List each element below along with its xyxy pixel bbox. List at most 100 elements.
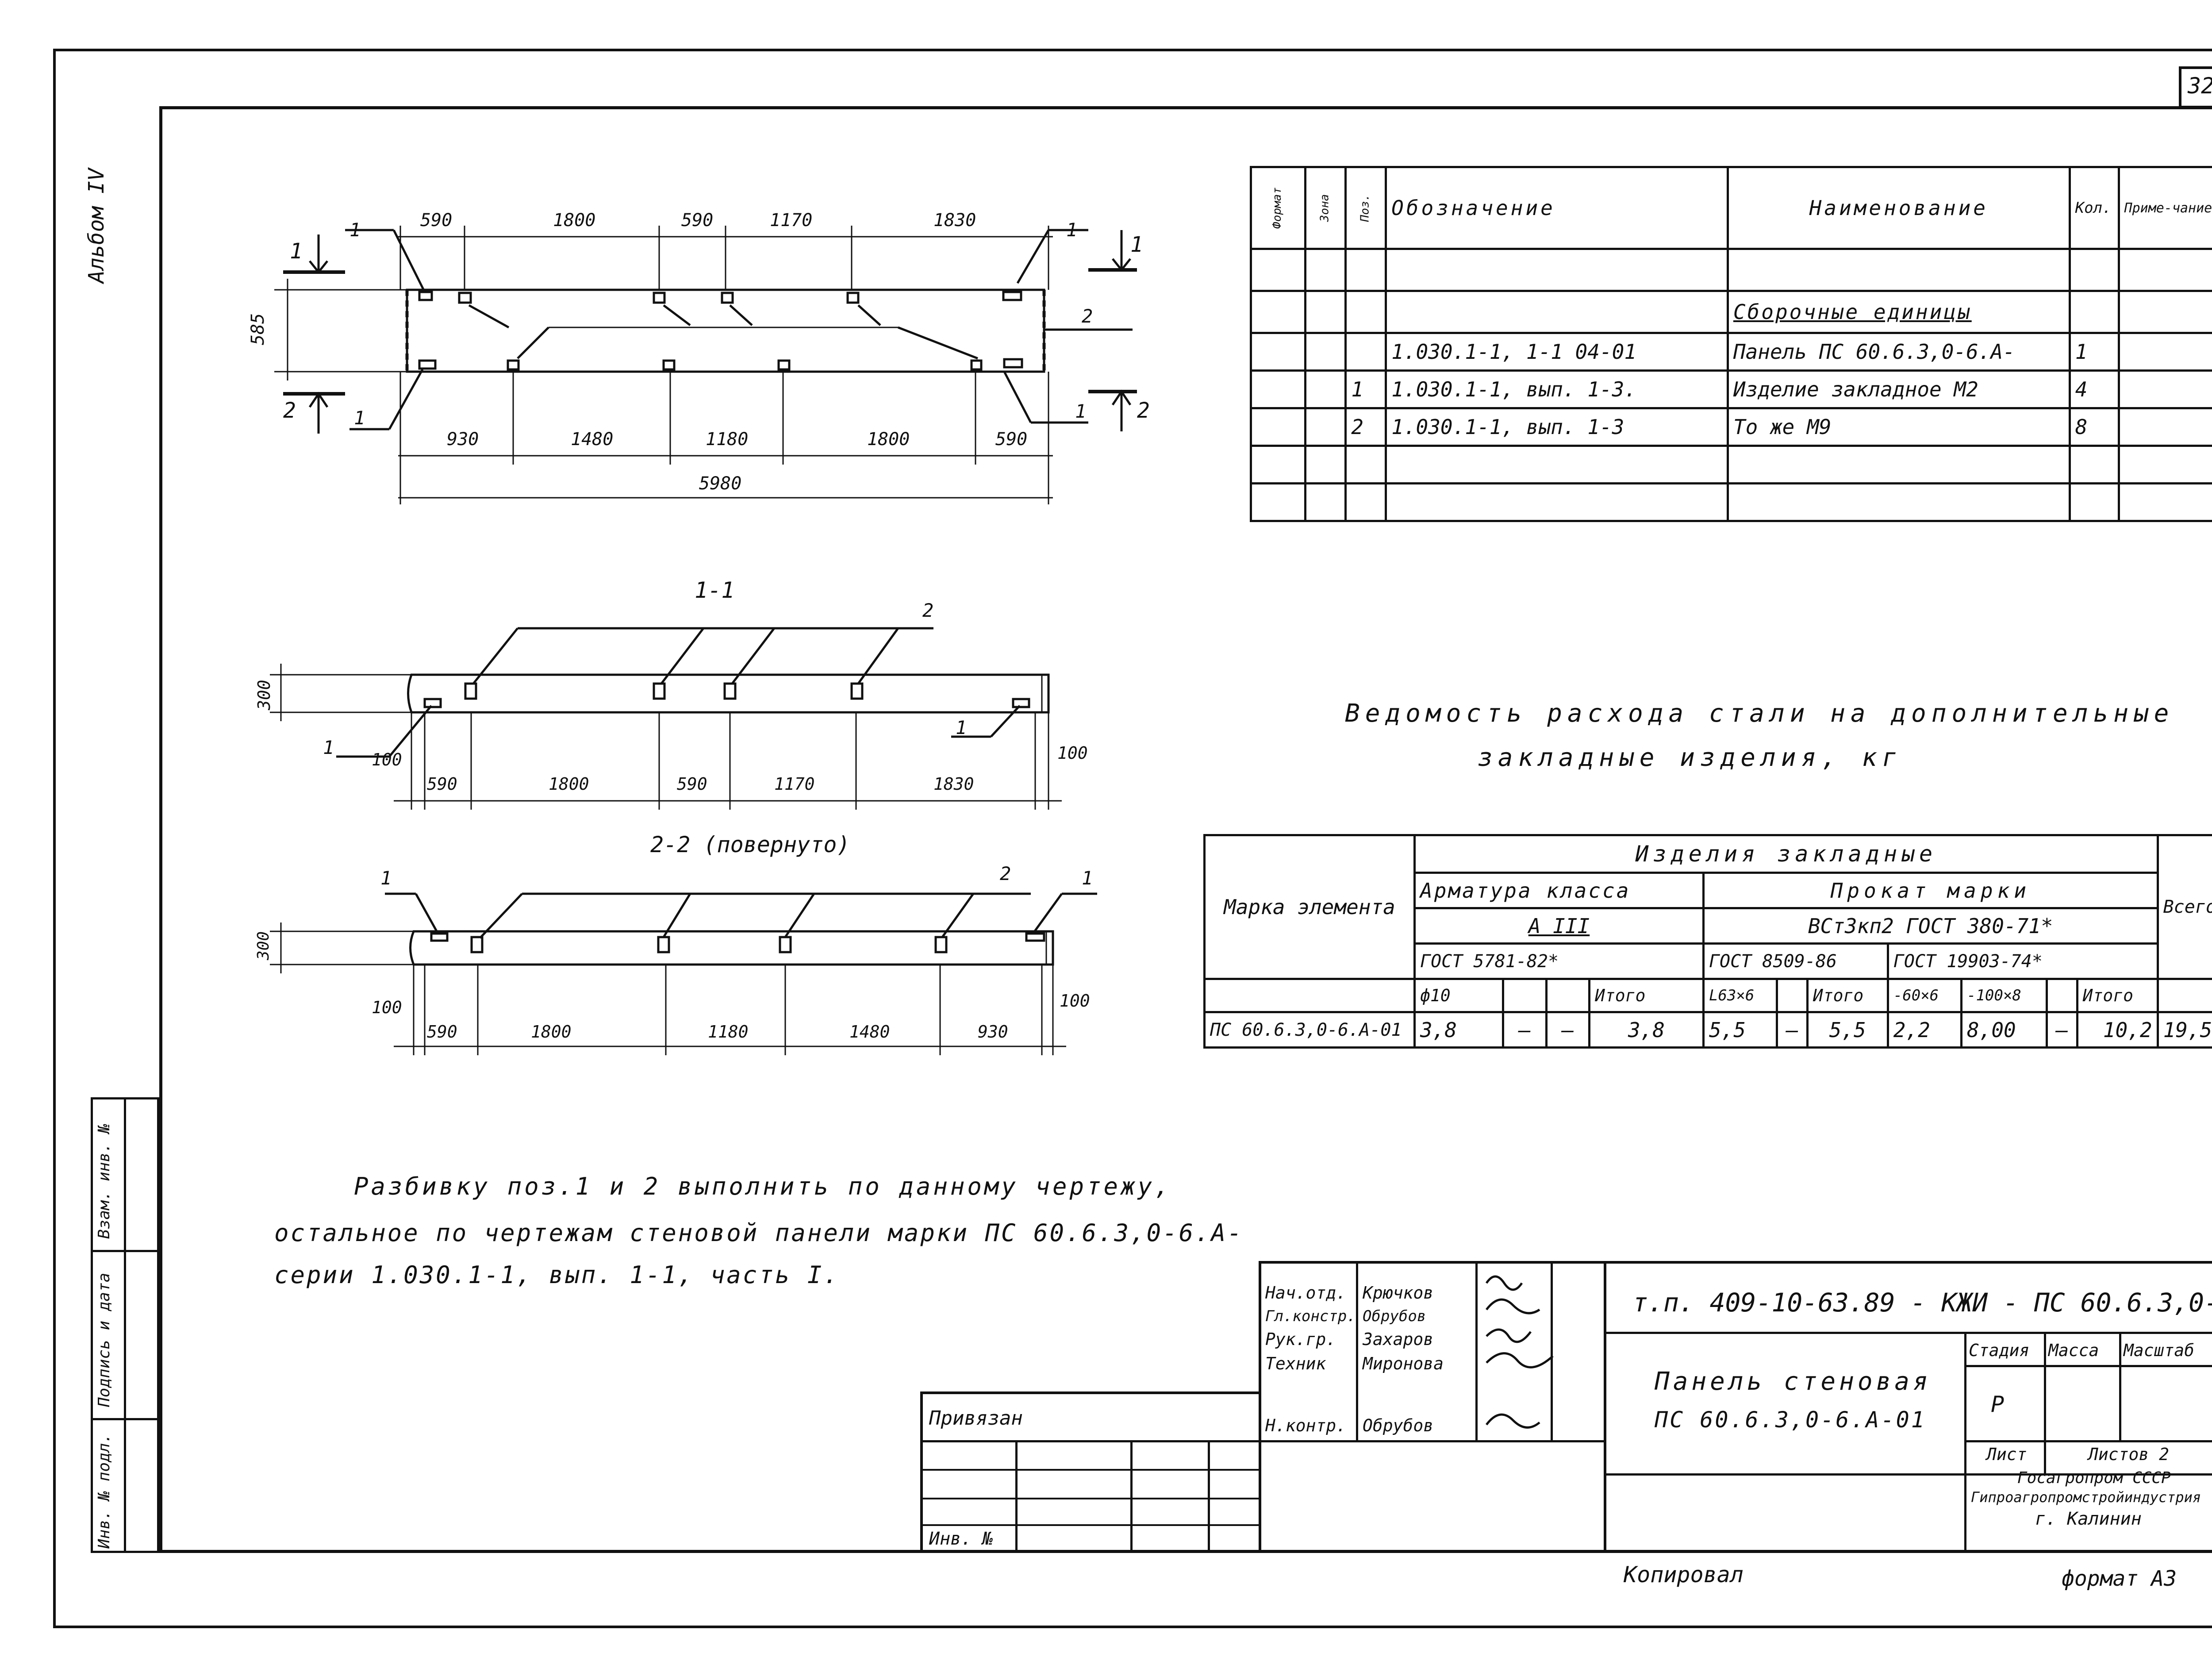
spec-table: Формат Зона Поз. Обозначение Наименовани… <box>1249 166 2212 522</box>
page-number-box <box>2179 66 2212 108</box>
section-2-2-edge-right: 100 <box>1060 991 1090 1011</box>
steel-col-rebar-class: А III <box>1413 907 1705 945</box>
left-strip <box>91 1097 159 1553</box>
plan-section-mark-1-right: 1 <box>1130 232 1143 257</box>
section-1-1-dim-2: 1800 <box>549 774 589 794</box>
section-1-1-height: 300 <box>254 680 274 710</box>
spec-row-name: Изделие закладное М2 <box>1726 369 2071 409</box>
steel-row-value: 3,8 <box>1413 1011 1504 1049</box>
plan-section-mark-2-right: 2 <box>1137 398 1150 423</box>
steel-table-title-2: закладные изделия, кг <box>1478 743 1903 772</box>
section-2-2-edge-left: 100 <box>372 998 402 1017</box>
spec-table-wrapper: Формат Зона Поз. Обозначение Наименовани… <box>1249 166 2212 522</box>
tb-org-line-3: г. Калинин <box>2035 1509 2142 1529</box>
plan-section-mark-1-left: 1 <box>290 239 303 264</box>
section-2-2-title: 2-2 (повернуто) <box>650 832 850 857</box>
spec-header-format: Формат <box>1249 166 1307 250</box>
tb-role: Н.контр. <box>1265 1416 1347 1435</box>
steel-sub-header: Итого <box>1806 978 1889 1013</box>
steel-row-value: — <box>1502 1011 1548 1049</box>
section-2-2-dim-5: 930 <box>978 1022 1008 1042</box>
spec-header-qty: Кол. <box>2068 166 2120 250</box>
steel-row-value: 2,2 <box>1886 1011 1962 1049</box>
steel-sub-header <box>1776 978 1809 1013</box>
spec-row: 2 1.030.1-1, вып. 1-3 То же М9 8 <box>1249 407 2212 447</box>
section-2-2-outline <box>409 930 1054 966</box>
section-2-2-callout-1-right: 1 <box>1082 867 1093 889</box>
steel-col-gost-19903: ГОСТ 19903-74* <box>1886 942 2159 980</box>
plan-bottom-dim-2: 1480 <box>571 429 614 450</box>
plan-bottom-dim-5: 590 <box>995 429 1028 450</box>
section-2-2-dim-1: 590 <box>427 1022 457 1042</box>
spec-header-zone: Зона <box>1304 166 1347 250</box>
spec-header-note: Приме-чание <box>2117 166 2212 250</box>
tb-org-line-1: Госагропром СССР <box>2017 1469 2171 1487</box>
steel-sub-header: Итого <box>1588 978 1705 1013</box>
section-1-1-dim-5: 1830 <box>933 774 974 794</box>
steel-sub-header: -60×6 <box>1886 978 1962 1013</box>
spec-row-designation: 1.030.1-1, вып. 1-3 <box>1385 407 1729 447</box>
bound-block <box>920 1391 1261 1553</box>
spec-header-pos: Поз. <box>1344 166 1387 250</box>
section-2-2-dim-3: 1180 <box>708 1022 749 1042</box>
drawing-frame <box>159 106 2212 1553</box>
spec-row: 1 1.030.1-1, вып. 1-3. Изделие закладное… <box>1249 369 2212 409</box>
steel-col-rolled-grade: ВСт3кп2 ГОСТ 380-71* <box>1702 907 2159 945</box>
plan-top-dim-3: 590 <box>681 210 714 231</box>
plan-callout-5: 1 <box>1075 400 1087 422</box>
tb-name: Миронова <box>1363 1354 1444 1373</box>
plan-total-dim: 5980 <box>699 473 742 494</box>
steel-row-value: 10,2 <box>2076 1011 2159 1049</box>
section-1-1-dim-3: 590 <box>677 774 707 794</box>
steel-sub-header: Итого <box>2076 978 2159 1013</box>
plan-bottom-dim-4: 1800 <box>867 429 910 450</box>
signature-scribbles <box>1485 1275 1554 1429</box>
spec-row-name: То же М9 <box>1726 407 2071 447</box>
section-1-1-edge-right: 100 <box>1057 743 1088 763</box>
steel-row-value: 3,8 <box>1588 1011 1705 1049</box>
bound-label: Привязан <box>929 1407 1023 1430</box>
spec-header-designation: Обозначение <box>1385 166 1729 250</box>
steel-sub-header: L63×6 <box>1702 978 1778 1013</box>
steel-row-value: — <box>1776 1011 1809 1049</box>
steel-sub-header: -100×8 <box>1960 978 2048 1013</box>
steel-row-total: 19,5 <box>2156 1011 2212 1049</box>
section-1-1-dim-1: 590 <box>427 774 457 794</box>
plan-top-dim-1: 590 <box>420 210 453 231</box>
tb-product-name-2: ПС 60.6.3,0-6.А-01 <box>1655 1407 1926 1433</box>
inv-label: Инв. № <box>929 1529 993 1549</box>
page-number: 32 <box>2188 73 2212 99</box>
tb-scale-label: Масштаб <box>2124 1341 2195 1360</box>
steel-col-mark: Марка элемента <box>1203 834 1416 980</box>
spec-row-pos: 2 <box>1344 407 1387 447</box>
copied-label: Копировал <box>1624 1562 1743 1587</box>
spec-row-qty: 8 <box>2068 407 2120 447</box>
tb-name: Обрубов <box>1363 1416 1434 1435</box>
section-2-2-dim-2: 1800 <box>531 1022 572 1042</box>
tb-name: Захаров <box>1363 1330 1434 1349</box>
steel-col-gost-8509: ГОСТ 8509-86 <box>1702 942 1889 980</box>
steel-row-value: — <box>2045 1011 2078 1049</box>
format-label: формат А3 <box>2062 1566 2177 1591</box>
plan-callout-4: 1 <box>354 407 365 429</box>
tb-name: Обрубов <box>1363 1307 1426 1325</box>
tb-name: Крючков <box>1363 1283 1434 1303</box>
tb-sheets-label: Листов 2 <box>2088 1445 2170 1464</box>
section-2-2-callout-1-left: 1 <box>380 867 392 889</box>
outer-frame <box>53 49 2212 1628</box>
tb-mass-label: Масса <box>2048 1341 2099 1360</box>
spec-row-qty: 1 <box>2068 332 2120 372</box>
note-line-3: серии 1.030.1-1, вып. 1-1, часть I. <box>274 1261 840 1289</box>
tb-role: Рук.гр. <box>1265 1330 1336 1349</box>
steel-table: Марка элемента Изделия закладные Всего А… <box>1203 834 2212 1049</box>
steel-col-rolled: Прокат марки <box>1702 872 2159 909</box>
steel-sub-header: ф10 <box>1413 978 1504 1013</box>
steel-row-mark: ПС 60.6.3,0-6.А-01 <box>1203 1011 1416 1049</box>
tb-doc-code: т.п. 409-10-63.89 - КЖИ - ПС 60.6.3,0-6.… <box>1632 1288 2212 1318</box>
tb-product-name-1: Панель стеновая <box>1655 1367 1932 1396</box>
plan-bottom-dim-1: 930 <box>447 429 479 450</box>
section-1-1-dim-4: 1170 <box>774 774 815 794</box>
steel-table-wrapper: Марка элемента Изделия закладные Всего А… <box>1203 834 2212 1049</box>
plan-section-mark-2-left: 2 <box>283 398 296 423</box>
